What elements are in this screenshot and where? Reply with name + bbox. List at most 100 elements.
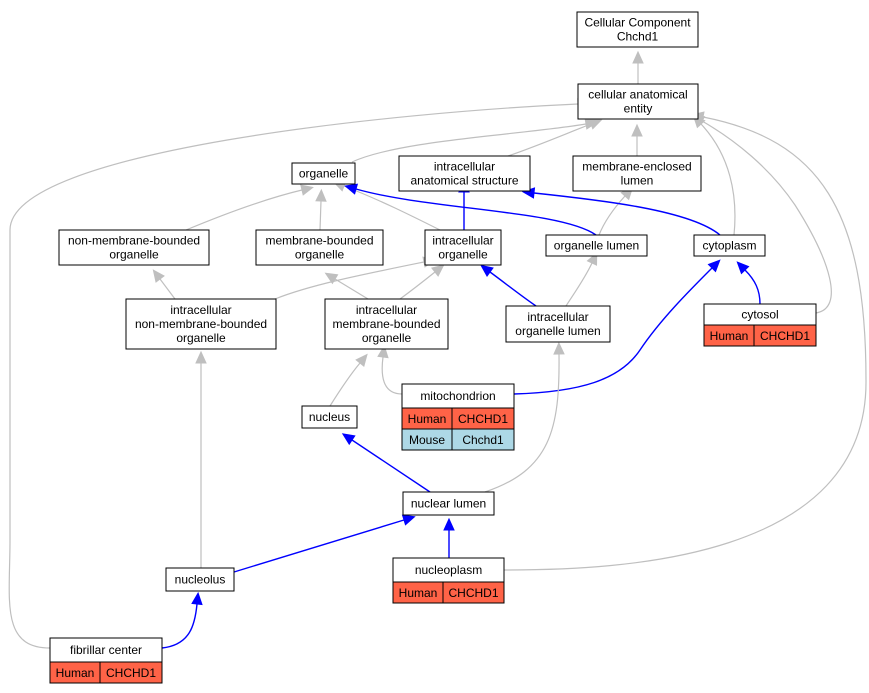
edge-intracellular-anatomical-structure-to-cellular-anatomical-entity: [507, 118, 603, 157]
edge-line: [489, 271, 537, 307]
node-label: nucleolus: [175, 573, 226, 587]
edge-line: [399, 271, 436, 300]
edge-arrowhead: [344, 183, 359, 195]
edge-line: [355, 188, 597, 236]
node-label: organelle: [299, 167, 349, 181]
node-nucleolus[interactable]: nucleolus: [165, 567, 235, 592]
node-label: membrane-enclosed: [582, 160, 691, 174]
node-box: [165, 567, 235, 592]
edge-line: [700, 123, 736, 236]
node-box: [545, 234, 648, 257]
edge-line: [598, 195, 626, 236]
edge-membrane-bounded-organelle-to-organelle: [315, 188, 327, 231]
node-label: membrane-bounded: [332, 317, 440, 331]
edge-line: [381, 356, 403, 395]
node-box: [693, 234, 766, 257]
gene-cell: [451, 428, 515, 451]
gene-label: CHCHD1: [760, 329, 810, 343]
edge-line: [343, 185, 441, 231]
node-label: anatomical structure: [410, 174, 518, 188]
node-box: [392, 557, 505, 583]
node-box: [402, 491, 495, 516]
edge-arrowhead: [631, 123, 643, 137]
node-box: [301, 405, 358, 429]
node-cytoplasm[interactable]: cytoplasm: [693, 234, 766, 257]
edge-cytoplasm-to-intracellular-anatomical-structure: [521, 187, 721, 236]
node-label: intracellular: [170, 303, 231, 317]
gene-cell: [442, 581, 505, 604]
species-label: Mouse: [409, 433, 445, 447]
edge-line: [185, 189, 303, 231]
node-nuclear-lumen[interactable]: nuclear lumen: [402, 491, 495, 516]
node-label: organelle: [295, 248, 345, 262]
node-organelle[interactable]: organelle: [291, 162, 356, 185]
edge-nucleus-to-intracellular-membrane-bounded-organelle: [329, 353, 368, 407]
node-label: cellular anatomical: [588, 88, 687, 102]
edge-fibrillar-center-to-nucleolus: [161, 591, 203, 649]
edge-arrowhead: [355, 353, 368, 368]
edge-arrowhead: [553, 341, 565, 355]
node-label: organelle lumen: [515, 324, 600, 338]
edge-line: [329, 362, 361, 407]
edge-arrowhead: [443, 517, 455, 531]
edge-intracellular-membrane-bounded-organelle-to-membrane-bounded-organelle: [324, 272, 369, 300]
edge-nuclear-lumen-to-nucleus: [341, 433, 431, 493]
node-label: nucleus: [309, 410, 350, 424]
node-intracellular-non-membrane-bounded-organelle[interactable]: intracellularnon-membrane-boundedorganel…: [125, 298, 277, 350]
edge-arrowhead: [431, 264, 445, 277]
edge-intracellular-organelle-lumen-to-intracellular-organelle: [480, 264, 537, 307]
node-label: intracellular: [434, 160, 495, 174]
node-nucleus[interactable]: nucleus: [301, 405, 358, 429]
node-label: intracellular: [356, 303, 417, 317]
edge-mitochondrion-to-intracellular-membrane-bounded-organelle: [377, 344, 403, 395]
edge-line: [159, 278, 176, 300]
node-label: organelle: [176, 331, 226, 345]
node-label: mitochondrion: [420, 389, 495, 403]
edge-cytosol-to-cellular-anatomical-entity: [691, 114, 832, 314]
edge-line: [484, 353, 560, 493]
node-box: [324, 298, 449, 350]
node-label: nucleoplasm: [415, 563, 482, 577]
node-label: Cellular Component: [584, 16, 691, 30]
node-box: [291, 162, 356, 185]
edge-line: [565, 262, 593, 307]
edge-nuclear-lumen-to-intracellular-organelle-lumen: [484, 341, 565, 493]
edge-organelle-lumen-to-organelle: [344, 183, 597, 236]
node-label: nuclear lumen: [411, 497, 486, 511]
edge-arrowhead: [191, 591, 203, 606]
edge-arrowhead: [401, 514, 416, 526]
edge-arrowhead: [588, 118, 603, 130]
species-label: Human: [56, 666, 95, 680]
edge-arrowhead: [152, 269, 165, 283]
edge-line: [513, 267, 713, 395]
edge-arrowhead: [341, 433, 356, 446]
edge-arrowhead: [315, 188, 327, 202]
edge-line: [334, 278, 369, 300]
node-label: intracellular: [432, 234, 493, 248]
node-label: organelle: [109, 248, 159, 262]
node-organelle-lumen[interactable]: organelle lumen: [545, 234, 648, 257]
node-label: cytosol: [741, 308, 778, 322]
edge-line: [351, 439, 431, 493]
edge-line: [161, 603, 198, 649]
gene-label: Chchd1: [462, 433, 504, 447]
edge-line: [507, 123, 592, 157]
node-label: organelle lumen: [554, 239, 639, 253]
node-box: [401, 383, 515, 409]
gene-label: CHCHD1: [458, 412, 508, 426]
species-label: Human: [710, 329, 749, 343]
